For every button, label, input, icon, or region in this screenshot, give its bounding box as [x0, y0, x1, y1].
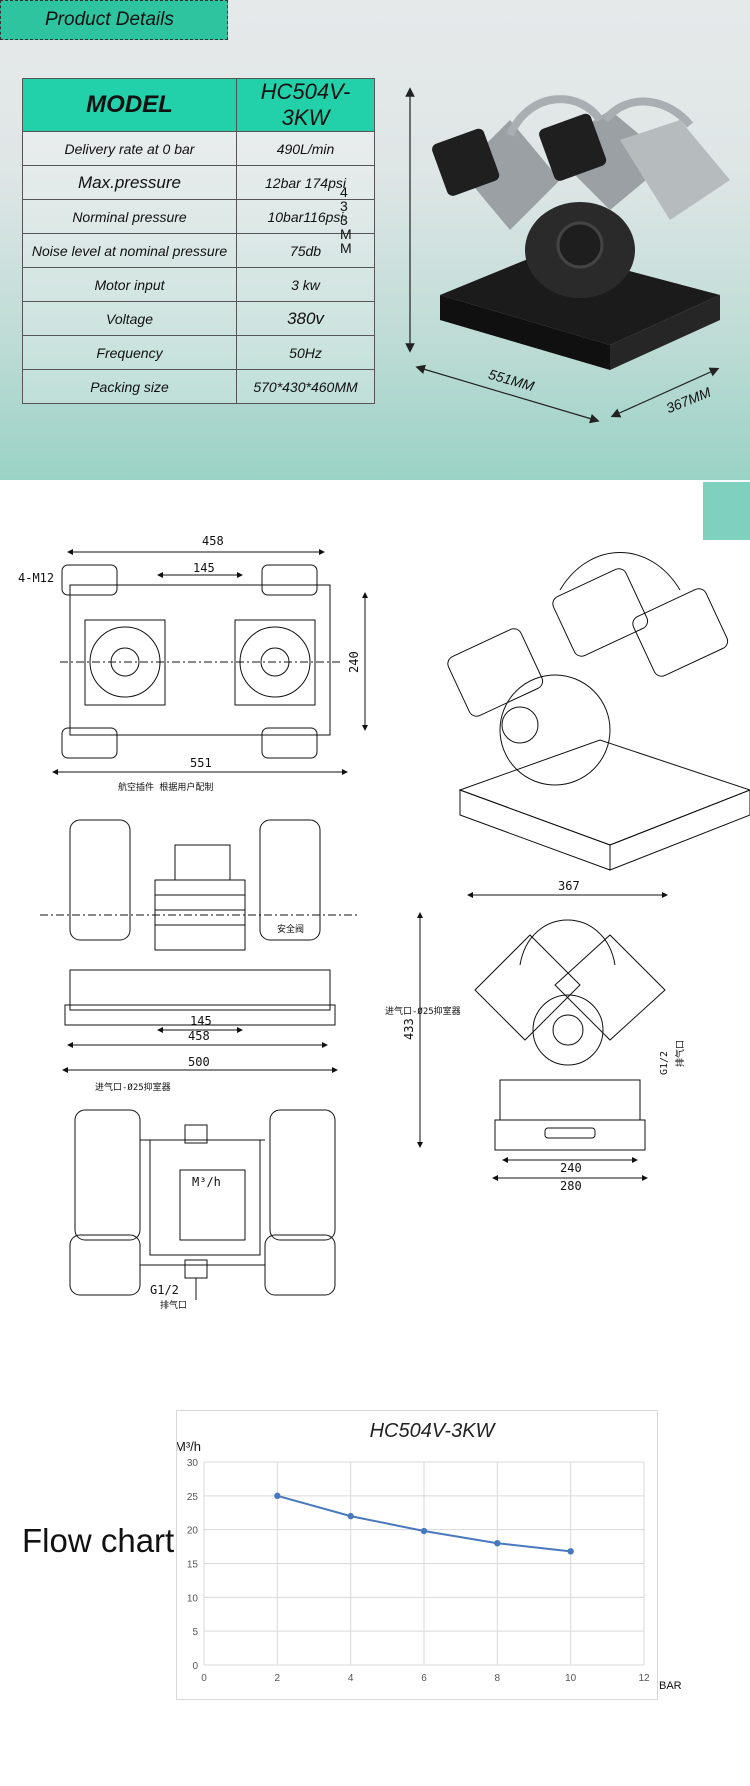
top-view-drawing: [60, 549, 368, 759]
x-tick-label: 10: [565, 1673, 577, 1684]
x-tick-label: 4: [348, 1673, 354, 1684]
side-outlet-label: 排气口: [674, 1040, 686, 1067]
spec-value: 50Hz: [236, 335, 375, 370]
data-point: [274, 1492, 281, 1500]
bottom-outlet-label: 排气口: [160, 1299, 187, 1311]
spec-header-key: MODEL: [22, 78, 237, 132]
side-width-label: 367: [558, 879, 580, 893]
x-tick-label: 12: [638, 1673, 650, 1684]
y-tick-label: 15: [187, 1560, 199, 1571]
flow-chart: HC504V-3KW M³/h 0 5 10 15 20 25 30 0 2 4 6 8 10 12: [175, 1410, 658, 1700]
front-view-drawing: [40, 769, 360, 1073]
spec-key: Frequency: [22, 335, 237, 370]
spec-value: 570*430*460MM: [236, 369, 375, 404]
product-render: [405, 87, 730, 424]
spec-value: 490L/min: [236, 131, 375, 166]
spec-key: Max.pressure: [22, 165, 237, 200]
bottom-outlet-thread: G1/2: [150, 1283, 179, 1297]
spec-key: Packing size: [22, 369, 237, 404]
side-base1-label: 240: [560, 1161, 582, 1175]
spec-key: Delivery rate at 0 bar: [22, 131, 237, 166]
front-base-label: 458: [188, 1029, 210, 1043]
decorative-square: [703, 482, 750, 540]
product-details-banner: Product Details: [0, 0, 228, 40]
x-tick-label: 2: [275, 1673, 281, 1684]
data-point: [347, 1512, 354, 1520]
chart-grid: 0 5 10 15 20 25 30 0 2 4 6 8 10 12: [187, 1458, 650, 1684]
spec-key: Motor input: [22, 267, 237, 302]
spec-key: Voltage: [22, 301, 237, 336]
spec-value: 12bar 174psi: [236, 165, 375, 200]
bottom-inlet-label: 进气口-Ø25抑室器: [95, 1081, 171, 1093]
front-overall-label: 551: [190, 756, 212, 770]
bottom-mark: M³/h: [192, 1175, 221, 1189]
spec-key: Noise level at nominal pressure: [22, 233, 237, 268]
spec-value: 3 kw: [236, 267, 375, 302]
valve-note: 安全阀: [277, 923, 304, 935]
height-dim-label: 433MM: [340, 184, 352, 256]
isometric-drawing: [447, 552, 750, 871]
spec-key: Norminal pressure: [22, 199, 237, 234]
chart-x-label: BAR: [659, 1680, 682, 1692]
top-depth-label: 240: [347, 651, 361, 673]
x-tick-label: 8: [495, 1673, 501, 1684]
x-tick-label: 0: [201, 1673, 207, 1684]
top-inner-label: 145: [193, 561, 215, 575]
top-width-label: 458: [202, 534, 224, 548]
chart-title: HC504V-3KW: [370, 1420, 497, 1442]
spec-value: 380v: [236, 301, 375, 336]
chart-series: [274, 1492, 574, 1555]
front-inner-label: 145: [190, 1014, 212, 1028]
y-tick-label: 25: [187, 1492, 199, 1503]
flow-chart-title: Flow chart: [22, 1522, 175, 1559]
chart-y-label: M³/h: [177, 1439, 201, 1454]
data-point: [494, 1540, 501, 1547]
side-view-drawing: [417, 892, 668, 1181]
y-tick-label: 5: [192, 1627, 198, 1638]
spec-header-value: HC504V-3KW: [236, 78, 375, 132]
technical-drawings: 458 145 240 4-M12 551 航空插件 根据用户配制 安全阀 14…: [18, 534, 750, 1311]
side-base2-label: 280: [560, 1179, 582, 1193]
side-height-label: 433: [402, 1018, 416, 1040]
side-outlet-thread: G1/2: [659, 1051, 670, 1075]
front-total-label: 500: [188, 1055, 210, 1069]
y-tick-label: 20: [187, 1526, 199, 1537]
data-point: [567, 1548, 574, 1555]
plug-note: 航空插件 根据用户配制: [118, 781, 213, 793]
spec-header-row: MODEL HC504V-3KW: [22, 78, 375, 132]
bottom-view-drawing: [69, 1109, 336, 1300]
bolt-label: 4-M12: [18, 571, 54, 585]
y-tick-label: 0: [192, 1661, 198, 1672]
x-tick-label: 6: [421, 1673, 427, 1684]
y-tick-label: 30: [187, 1458, 199, 1469]
spec-value: 75db: [236, 233, 375, 268]
data-point: [420, 1527, 428, 1535]
flow-chart-svg: HC504V-3KW M³/h 0 5 10 15 20 25 30 0 2 4 6 8 10 12: [175, 1420, 650, 1684]
spec-value: 10bar116psi: [236, 199, 375, 234]
banner-title: Product Details: [45, 9, 174, 30]
y-tick-label: 10: [187, 1593, 199, 1604]
side-inlet-label: 进气口-Ø25抑室器: [385, 1005, 461, 1017]
